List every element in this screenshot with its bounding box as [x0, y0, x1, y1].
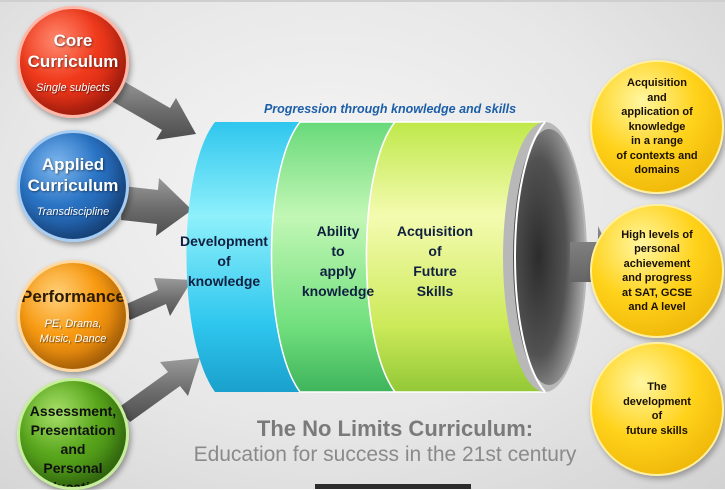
outcome-ball-1: Acquisition and application of knowledge…: [590, 60, 724, 194]
stage-ability: Ability to apply knowledge: [288, 221, 388, 301]
diagram-subtitle: Education for success in the 21st centur…: [150, 443, 620, 467]
stage-development: Development of knowledge: [168, 231, 280, 291]
applied-curriculum-ball: Applied Curriculum Transdiscipline: [17, 130, 129, 242]
input-arrow-2: [121, 178, 192, 236]
diagram-title: The No Limits Curriculum:: [170, 416, 620, 442]
outcome-ball-2: High levels of personal achievement and …: [590, 204, 724, 338]
performance-title: Performance: [21, 286, 125, 307]
core-curriculum-ball: Core Curriculum Single subjects: [17, 6, 129, 118]
outcome-text-2: High levels of personal achievement and …: [621, 228, 693, 315]
performance-ball: Performance PE, Drama, Music, Dance: [17, 260, 129, 372]
applied-curriculum-title: Applied Curriculum: [28, 154, 119, 196]
outcome-text-1: Acquisition and application of knowledge…: [616, 76, 697, 178]
assessment-title: Assessment, Presentation and Personal Ed…: [30, 402, 116, 490]
progression-label: Progression through knowledge and skills: [230, 102, 550, 116]
input-arrow-4: [118, 358, 200, 422]
applied-curriculum-subtitle: Transdiscipline: [37, 206, 110, 218]
core-curriculum-title: Core Curriculum: [28, 30, 119, 72]
stage-acquisition: Acquisition of Future Skills: [385, 221, 485, 301]
core-curriculum-subtitle: Single subjects: [36, 82, 110, 94]
outcome-text-3: The development of future skills: [623, 380, 691, 438]
bottom-bar: [315, 484, 471, 489]
performance-subtitle: PE, Drama, Music, Dance: [40, 317, 107, 347]
assessment-ball: Assessment, Presentation and Personal Ed…: [17, 378, 129, 490]
